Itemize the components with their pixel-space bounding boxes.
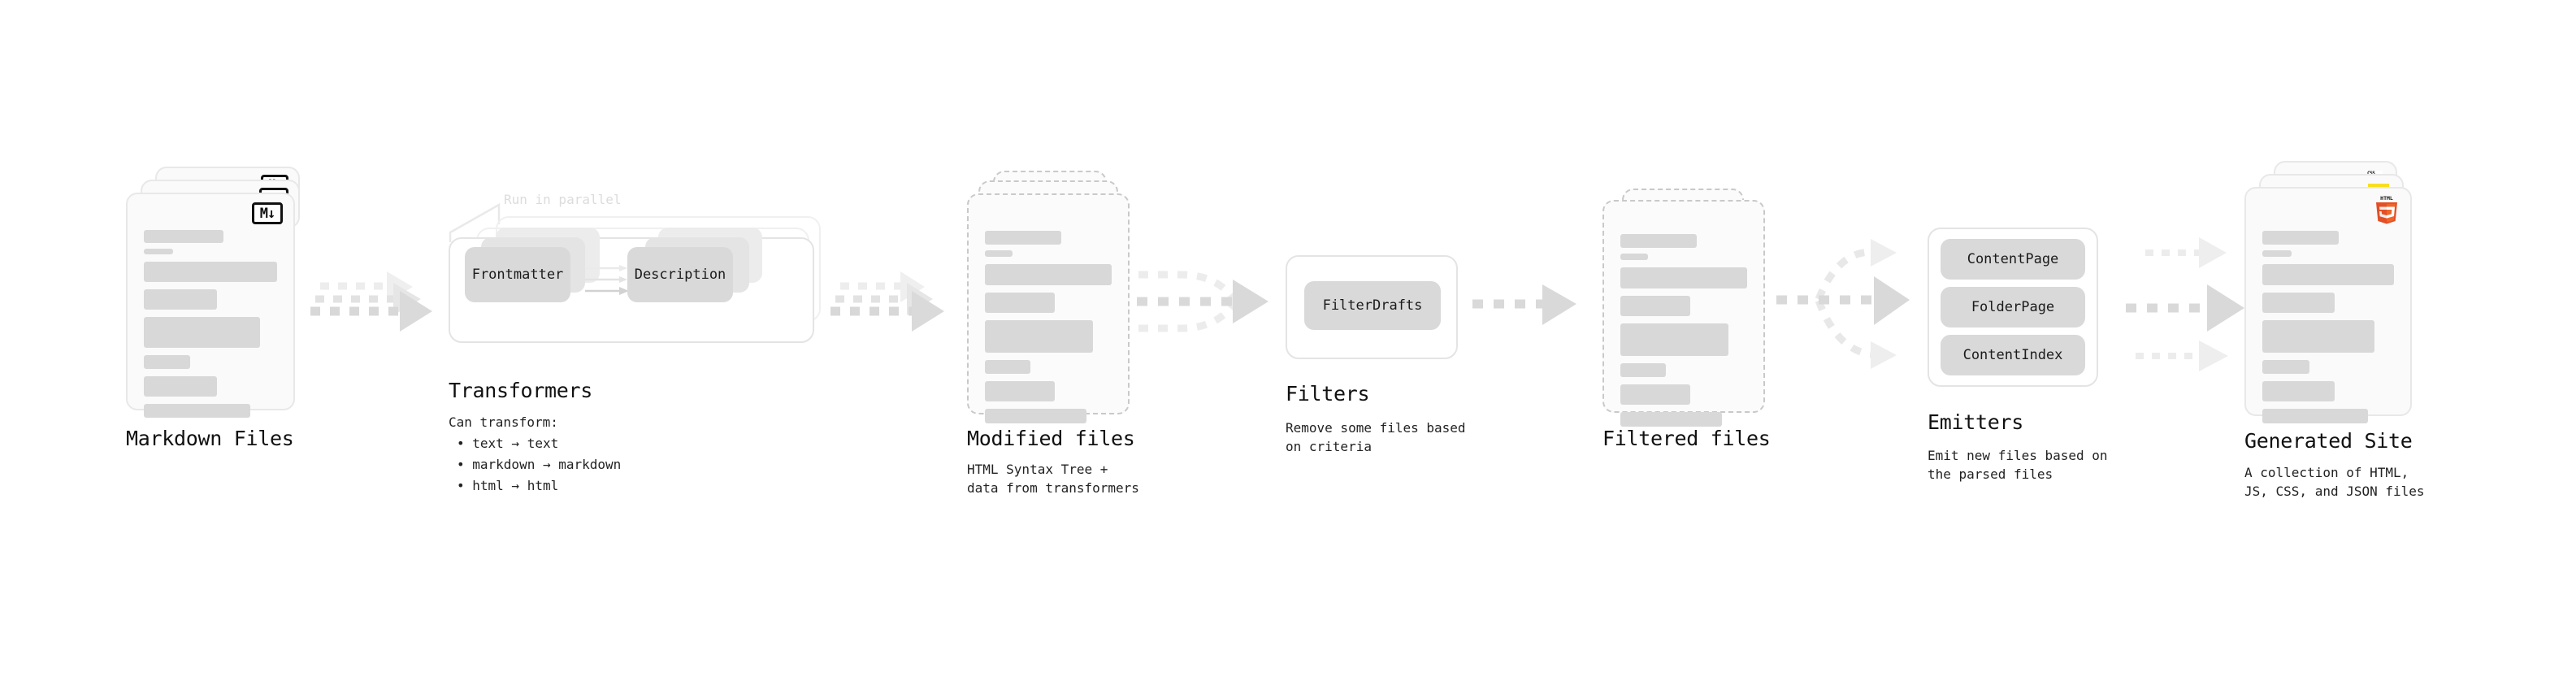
content-bar [144,404,251,418]
generated-site-subtitle: A collection of HTML, JS, CSS, and JSON … [2244,465,2425,500]
content-bar [144,355,191,369]
modified-card-front [967,193,1130,423]
stage-modified-files [967,171,1138,431]
connector-modified-to-filters [1134,260,1288,349]
content-bar [1620,234,1697,248]
stage-title-filtered-files: Filtered files [1602,427,1771,450]
emitters-subtitle: Emit new files based on the parsed files [1928,448,2108,483]
connector-filtered-to-emitters [1773,234,1928,372]
transformers-inner-arrows [585,265,629,295]
content-bar [985,250,1013,257]
transformer-chip-frontmatter-label: Frontmatter [471,267,564,283]
content-bar [985,293,1055,313]
content-bar [144,230,224,243]
content-bar [144,289,218,310]
content-bar [144,376,218,397]
parallel-bracket [449,202,501,242]
transformers-parallel-hint: Run in parallel [504,192,622,207]
stage-markdown-files: M↓ M↓ M↓ [126,167,313,427]
filter-chip-filterdrafts-label: FilterDrafts [1322,297,1423,314]
generated-site-stack: CSS HTML [2244,161,2431,429]
content-bar [1620,267,1747,288]
transformers-subtitle: Can transform: [449,414,558,430]
emitter-chip-contentindex-label: ContentIndex [1962,347,2063,363]
stage-filtered-files [1602,189,1773,432]
emitter-chip-folderpage[interactable]: FolderPage [1941,287,2085,327]
connector-emitters-to-site [2113,234,2275,380]
content-bar [2262,381,2335,401]
connector-filters-to-filtered [1469,284,1599,333]
content-bar [985,381,1055,401]
transformer-chip-frontmatter[interactable]: Frontmatter [465,247,570,302]
content-bar [985,360,1031,374]
connector-transformers-to-modified [829,268,967,341]
emitter-chip-contentindex[interactable]: ContentIndex [1941,335,2085,375]
filtered-card-front [1602,200,1765,427]
content-bar [2262,264,2394,285]
transformers-bullet-1: • markdown → markdown [457,457,622,472]
filtered-card-content [1620,234,1747,434]
content-bar [1620,363,1667,377]
filter-chip-filterdrafts[interactable]: FilterDrafts [1304,281,1441,330]
stage-title-emitters: Emitters [1928,410,2024,434]
stage-title-transformers: Transformers [449,379,593,402]
modified-card-content [985,231,1112,431]
markdown-card-content [144,230,277,425]
transformers-bullet-2: • html → html [457,478,559,493]
modified-files-subtitle: HTML Syntax Tree + data from transformer… [967,462,1139,497]
markdown-card-front: M↓ [126,193,295,418]
content-bar [2262,320,2374,353]
svg-text:HTML: HTML [2380,195,2393,202]
transformers-bullet-0: • text → text [457,436,559,451]
stage-title-generated-site: Generated Site [2244,429,2413,453]
html5-icon: HTML [2376,195,2397,224]
content-bar [144,249,174,254]
markdown-file-stack: M↓ M↓ M↓ [126,167,313,427]
content-bar [1620,323,1728,356]
content-bar [1620,384,1690,405]
content-bar [144,262,277,282]
modified-file-stack [967,171,1138,431]
content-bar [985,320,1093,353]
transformer-chip-description[interactable]: Description [627,247,733,302]
stage-title-modified-files: Modified files [967,427,1135,450]
content-bar [2262,250,2292,257]
generated-card-content [2262,231,2394,431]
emitter-chip-contentpage[interactable]: ContentPage [1941,239,2085,280]
markdown-icon-front: M↓ [252,202,283,224]
filtered-file-stack [1602,189,1773,432]
content-bar [144,317,260,348]
stage-title-filters: Filters [1286,382,1370,406]
emitter-chip-contentpage-label: ContentPage [1967,251,2059,267]
connector-md-to-transformers [309,268,455,341]
content-bar [985,264,1112,285]
content-bar [1620,254,1649,260]
stage-title-markdown-files: Markdown Files [126,427,294,450]
generated-card-html: HTML [2244,187,2412,423]
content-bar [2262,293,2335,313]
content-bar [985,409,1086,423]
content-bar [2262,231,2339,245]
content-bar [2262,360,2310,374]
stage-generated-site: CSS HTML [2244,161,2431,429]
content-bar [2262,409,2368,423]
css-icon-label: CSS [2367,171,2375,176]
emitter-chip-folderpage-label: FolderPage [1971,299,2055,315]
filters-subtitle: Remove some files based on criteria [1286,420,1466,455]
content-bar [1620,296,1690,316]
content-bar [985,231,1061,245]
transformer-chip-description-label: Description [634,267,726,283]
content-bar [1620,412,1722,427]
